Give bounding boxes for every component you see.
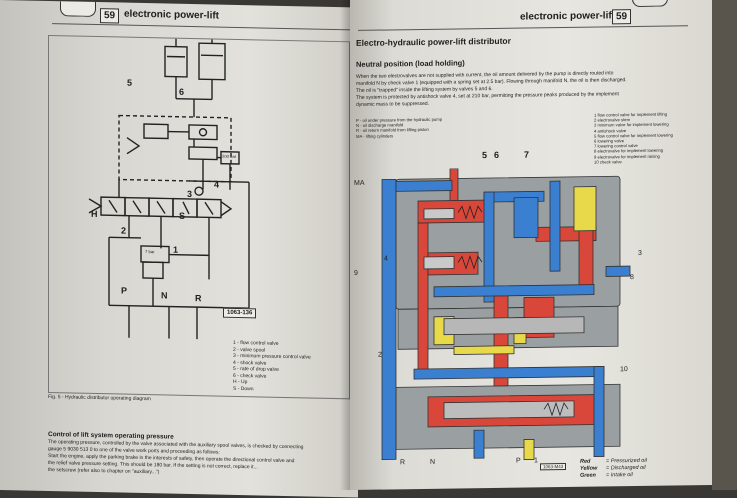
diagram-label-4: 4 xyxy=(384,255,388,262)
schematic-label-H: H xyxy=(91,209,98,219)
diagram-label-R: R xyxy=(400,459,405,466)
intake-path xyxy=(414,366,604,379)
spool xyxy=(444,317,584,335)
diagram-label-P: P xyxy=(516,458,521,465)
legend-row: Green = Intake oil xyxy=(580,471,705,480)
schematic-label-5: 5 xyxy=(127,78,132,88)
schematic-label-S: S xyxy=(179,211,185,221)
intake-path xyxy=(484,192,494,302)
diagram-label-9: 9 xyxy=(354,270,358,277)
intake-path xyxy=(514,197,538,237)
intake-path xyxy=(606,266,630,276)
schematic-label-7bar: 7 bar xyxy=(145,249,155,254)
diagram-label-7: 7 xyxy=(524,150,529,160)
intro-paragraph: When the two electrovalves are not suppl… xyxy=(356,69,676,108)
component-list: 1 flow control valve for implement lifti… xyxy=(594,111,674,164)
right-header-rule xyxy=(358,25,688,31)
schematic-label-6: 6 xyxy=(179,87,184,97)
distributor-drawing xyxy=(374,166,654,470)
diagram-label-3: 3 xyxy=(638,250,642,257)
schematic-label-2: 2 xyxy=(121,226,126,236)
right-header-tab-icon xyxy=(632,0,668,7)
diagram-label-N: N xyxy=(430,459,435,466)
schematic-label-200bar: 200 bar xyxy=(222,154,236,160)
schematic-label-N: N xyxy=(161,290,168,300)
schematic-label-4: 4 xyxy=(214,179,219,189)
spool xyxy=(424,209,454,219)
legend-key: Green xyxy=(580,472,606,479)
right-page-number: 59 xyxy=(612,9,631,24)
spool xyxy=(444,401,574,419)
diagram-label-1: 1 xyxy=(534,457,538,464)
schematic-label-1: 1 xyxy=(173,245,178,255)
spool xyxy=(424,257,454,269)
diagram-label-6: 6 xyxy=(494,150,499,160)
pressurized-path xyxy=(579,227,593,287)
schematic-label-P: P xyxy=(121,286,127,296)
discharged-path xyxy=(524,439,534,459)
hydraulic-schematic: 5 6 4 3 2 1 H S P N R 200 bar 7 bar 1063… xyxy=(48,35,350,399)
port-list: P - oil under pressure from the hydrauli… xyxy=(356,116,506,139)
pressure-section: Control of lift system operating pressur… xyxy=(48,431,348,480)
pressurized-path xyxy=(418,223,428,373)
diagram-label-MA: MA xyxy=(354,180,365,187)
component-list-item: 3 minimum valve for implement lowering xyxy=(594,122,674,128)
figure-caption: Fig. 5 - Hydraulic distributor operating… xyxy=(48,394,151,402)
intake-path xyxy=(594,366,604,456)
component-list-item: 10 check valve xyxy=(594,158,674,164)
parts-list: 1 - flow control valve 2 - valve spool 3… xyxy=(233,340,343,394)
schematic-drawing-ref: 1063-136 xyxy=(223,308,256,319)
discharged-path xyxy=(454,346,514,355)
discharged-path xyxy=(574,187,596,231)
diagram-label-8: 8 xyxy=(630,274,634,281)
left-page-number: 59 xyxy=(100,8,119,23)
diagram-label-2: 2 xyxy=(378,352,382,359)
intake-path xyxy=(382,179,396,459)
left-header-title: electronic power-lift xyxy=(124,9,219,22)
distributor-diagram: 5 6 7 MA 9 4 3 8 2 10 R N P 1 xyxy=(374,166,654,470)
intake-path xyxy=(474,430,484,458)
schematic-label-R: R xyxy=(195,293,202,303)
diagram-label-5: 5 xyxy=(482,150,487,160)
schematic-label-3: 3 xyxy=(187,189,192,199)
intake-path xyxy=(434,285,594,297)
right-page: electronic power-lift 59 Electro-hydraul… xyxy=(350,0,712,490)
color-legend: Red = Pressurized oil Yellow = Discharge… xyxy=(580,457,705,480)
legend-meaning: = Intake oil xyxy=(606,472,633,479)
left-header-tab-icon xyxy=(60,1,96,17)
right-header-title: electronic power-lift xyxy=(520,10,615,22)
right-title: Electro-hydraulic power-lift distributor xyxy=(356,36,511,48)
diagram-drawing-ref: 1063-M43 xyxy=(540,463,566,470)
right-subtitle: Neutral position (load holding) xyxy=(356,58,465,69)
diagram-label-10: 10 xyxy=(620,366,628,373)
intake-path xyxy=(396,181,452,192)
page-stack-edge xyxy=(712,0,737,490)
intake-path xyxy=(550,181,560,271)
left-page: 59 electronic power-lift xyxy=(0,0,358,497)
left-header-rule xyxy=(52,23,352,30)
